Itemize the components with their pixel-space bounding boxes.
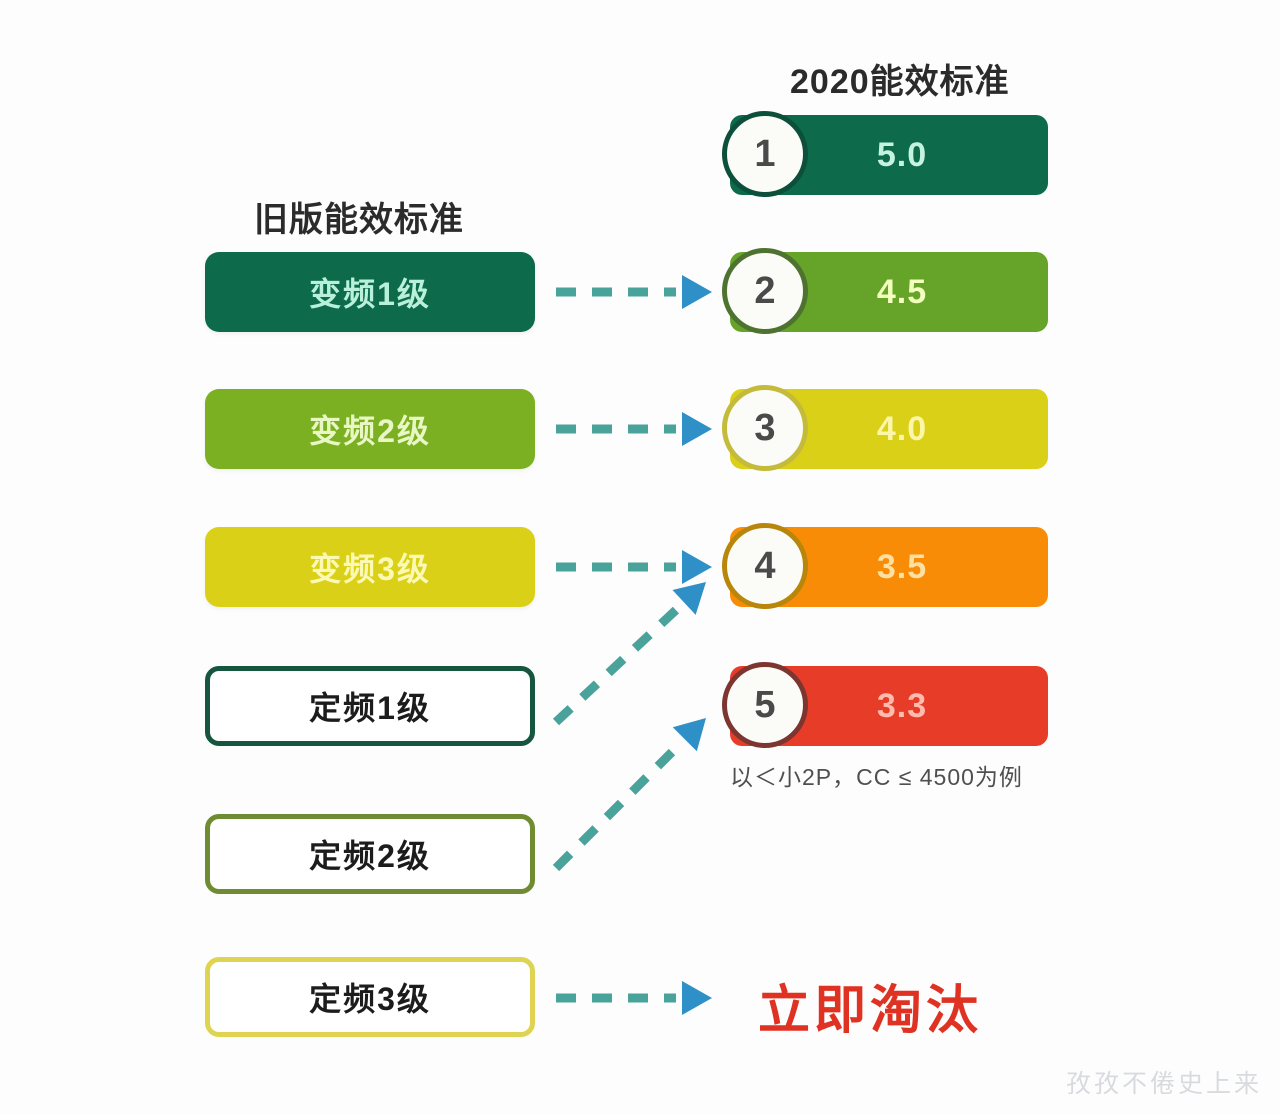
old-grade-box-bianpin-2: 变频2级	[205, 389, 535, 469]
old-grade-box-bianpin-1: 变频1级	[205, 252, 535, 332]
new-grade-value: 3.3	[876, 686, 928, 725]
new-grade-row-5: 3.3 5	[722, 662, 1048, 748]
new-grade-value: 4.0	[876, 409, 928, 448]
new-grade-row-4: 3.5 4	[722, 523, 1048, 609]
new-grade-number-badge: 5	[722, 662, 808, 748]
new-grade-value: 4.5	[876, 272, 928, 311]
arrow-bp3-to-grade4-head	[682, 550, 712, 584]
old-standard-column-title: 旧版能效标准	[254, 201, 464, 239]
arrow-bp1-to-grade2-head	[682, 275, 712, 309]
old-grade-label: 定频2级	[309, 838, 431, 874]
watermark-text: 孜孜不倦史上来	[1065, 1070, 1262, 1098]
arrow-dp1-to-grade4-head	[672, 582, 706, 615]
new-grade-number-badge: 2	[722, 248, 808, 334]
capacity-footnote: 以＜小2P，CC ≤ 4500为例	[730, 764, 1023, 790]
eliminate-label: 立即淘汰	[758, 982, 983, 1040]
arrow-dp2-to-grade5-shaft	[552, 740, 684, 872]
new-grade-number-badge: 4	[722, 523, 808, 609]
new-grade-value: 3.5	[876, 547, 928, 586]
old-grade-label: 定频1级	[309, 690, 431, 726]
old-grade-box-dingpin-3: 定频3级	[205, 957, 535, 1037]
new-grade-number-badge: 1	[722, 111, 808, 197]
arrow-dp3-to-eliminate-head	[682, 981, 712, 1015]
old-grade-label: 定频3级	[309, 981, 431, 1017]
arrow-bp2-to-grade3-head	[682, 412, 712, 446]
old-grade-box-dingpin-2: 定频2级	[205, 814, 535, 894]
arrow-dp1-to-grade4-shaft	[552, 603, 683, 726]
old-grade-label: 变频3级	[309, 551, 431, 587]
new-grade-row-3: 4.0 3	[722, 385, 1048, 471]
new-grade-value: 5.0	[876, 135, 928, 174]
old-grade-box-bianpin-3: 变频3级	[205, 527, 535, 607]
new-grade-row-1: 5.0 1	[722, 111, 1048, 197]
old-grade-box-dingpin-1: 定频1级	[205, 666, 535, 746]
new-grade-number-badge: 3	[722, 385, 808, 471]
old-grade-label: 变频2级	[309, 413, 431, 449]
new-grade-row-2: 4.5 2	[722, 248, 1048, 334]
arrow-dp2-to-grade5-head	[672, 718, 706, 752]
new-standard-column-title: 2020能效标准	[790, 63, 1010, 101]
old-grade-label: 变频1级	[309, 276, 431, 312]
